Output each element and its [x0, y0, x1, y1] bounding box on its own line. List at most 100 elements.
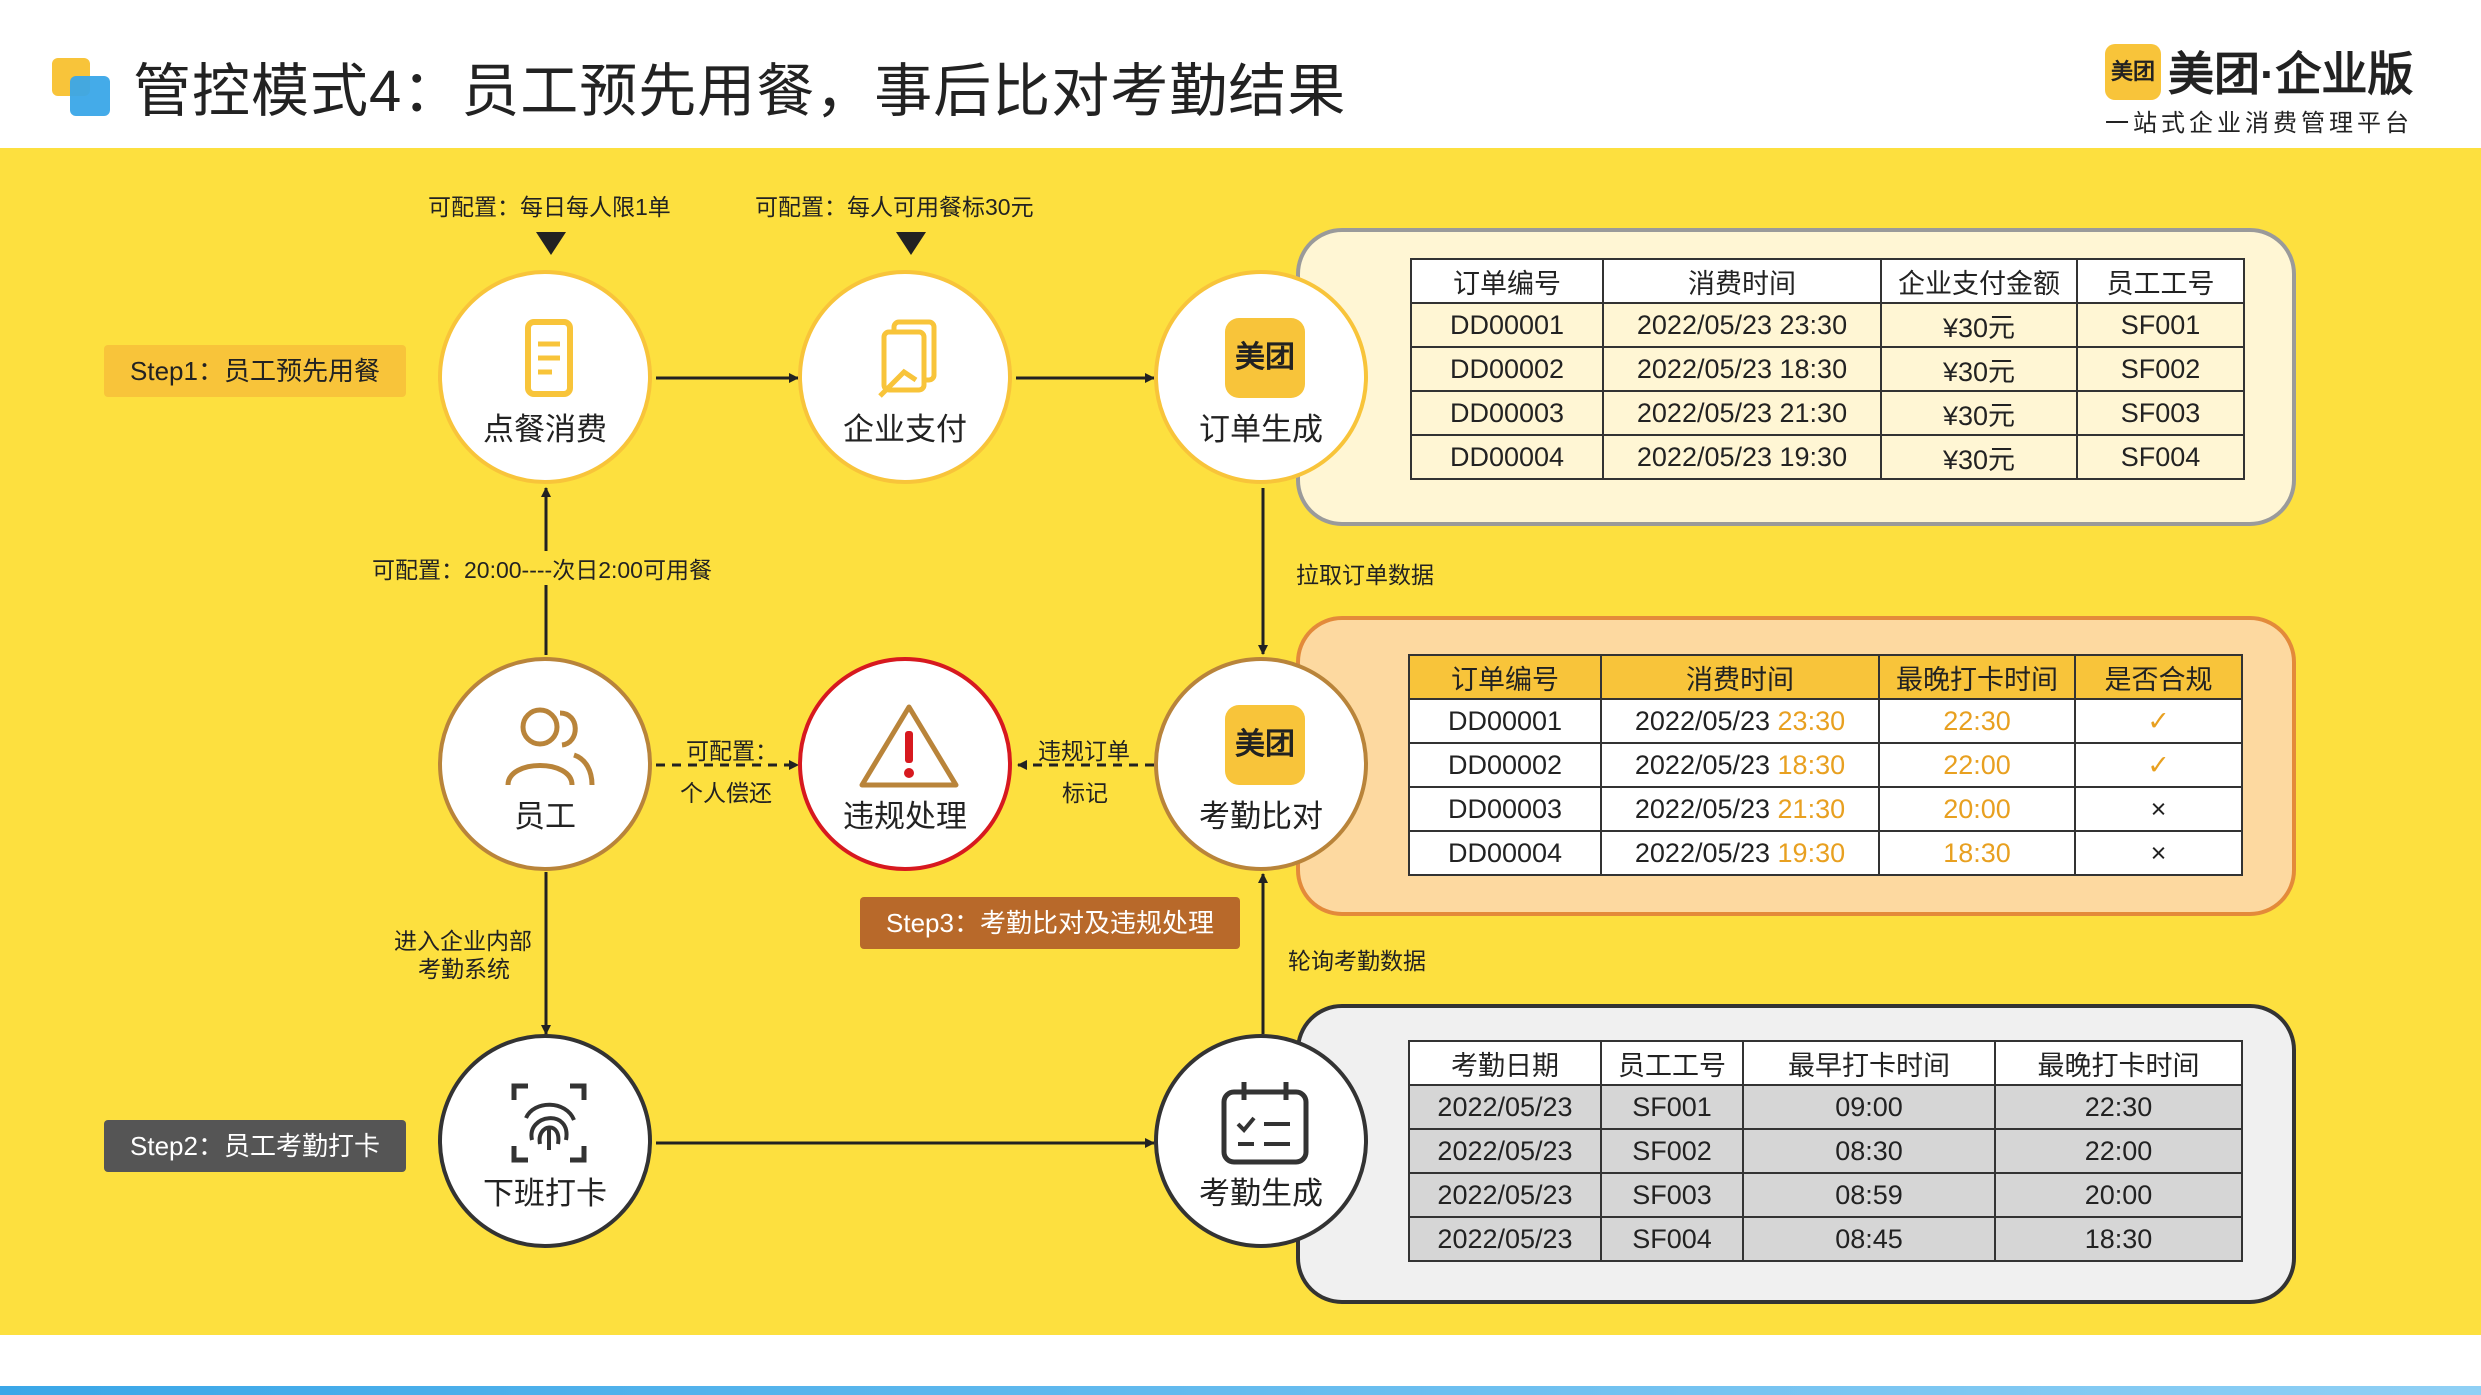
node-label: 考勤比对: [1199, 799, 1323, 834]
table-header-row: 考勤日期 员工工号 最早打卡时间 最晚打卡时间: [1408, 1040, 2243, 1086]
column-header: 员工工号: [1600, 1040, 1744, 1086]
table-cell: SF002: [2076, 346, 2245, 392]
table-cell: 09:00: [1742, 1084, 1996, 1130]
header-bar: [0, 0, 2481, 148]
consume-date: 2022/05/23: [1634, 793, 1778, 824]
column-header: 消费时间: [1602, 258, 1882, 304]
table-row: DD00004 2022/05/23 19:30 ¥30元 SF004: [1410, 434, 2245, 480]
table-cell: 22:00: [1994, 1128, 2243, 1174]
table-cell: DD00004: [1410, 434, 1604, 480]
people-icon: [505, 707, 595, 786]
table-cell: 08:30: [1742, 1128, 1996, 1174]
step2-label: Step2：员工考勤打卡: [104, 1120, 406, 1172]
table-row: 2022/05/23 SF001 09:00 22:30: [1408, 1084, 2243, 1130]
node-clock-out: 下班打卡: [438, 1034, 652, 1248]
consume-date: 2022/05/23: [1634, 705, 1778, 736]
consume-time-highlight: 21:30: [1777, 793, 1846, 824]
brand-logo-badge: 美团: [2105, 44, 2161, 100]
node-enterprise-pay: 企业支付: [798, 270, 1012, 484]
node-order-generate: 美团 订单生成: [1154, 270, 1368, 484]
table-cell: DD00002: [1408, 742, 1602, 788]
node-label: 下班打卡: [483, 1176, 607, 1211]
column-header: 消费时间: [1600, 654, 1880, 700]
meituan-logo: 美团: [1225, 705, 1305, 785]
column-header: 最晚打卡时间: [1878, 654, 2076, 700]
table-header-row: 订单编号 消费时间 最晚打卡时间 是否合规: [1408, 654, 2243, 700]
node-label: 订单生成: [1199, 412, 1323, 447]
node-attendance-compare: 美团 考勤比对: [1154, 657, 1368, 871]
table-cell: ¥30元: [1880, 346, 2078, 392]
table-cell: 22:30: [1878, 698, 2076, 744]
table-row: DD00001 2022/05/23 23:30 22:30 ✓: [1408, 698, 2243, 744]
step3-label: Step3：考勤比对及违规处理: [860, 897, 1240, 949]
table-cell: 2022/05/23 18:30: [1602, 346, 1882, 392]
compliant-check-icon: ✓: [2074, 742, 2243, 788]
table-cell: 2022/05/23 18:30: [1600, 742, 1880, 788]
table-row: DD00002 2022/05/23 18:30 ¥30元 SF002: [1410, 346, 2245, 392]
consume-date: 2022/05/23: [1634, 749, 1778, 780]
table-cell: 2022/05/23 23:30: [1600, 698, 1880, 744]
column-header: 最晚打卡时间: [1994, 1040, 2243, 1086]
node-violation: 违规处理: [798, 657, 1012, 871]
note-enter-attendance-line2: 考勤系统: [418, 956, 510, 982]
table-row: DD00003 2022/05/23 21:30 ¥30元 SF003: [1410, 390, 2245, 436]
table-cell: SF003: [2076, 390, 2245, 436]
node-label: 员工: [514, 799, 576, 834]
table-cell: 2022/05/23 21:30: [1600, 786, 1880, 832]
table-cell: 18:30: [1878, 830, 2076, 876]
table-cell: 2022/05/23: [1408, 1128, 1602, 1174]
table-cell: 2022/05/23 23:30: [1602, 302, 1882, 348]
column-header: 最早打卡时间: [1742, 1040, 1996, 1086]
table-cell: ¥30元: [1880, 434, 2078, 480]
table-cell: 20:00: [1878, 786, 2076, 832]
column-header: 订单编号: [1410, 258, 1604, 304]
table-cell: 2022/05/23: [1408, 1084, 1602, 1130]
table-row: 2022/05/23 SF003 08:59 20:00: [1408, 1172, 2243, 1218]
table-cell: 22:00: [1878, 742, 2076, 788]
table-cell: DD00002: [1410, 346, 1604, 392]
note-violation-mark-line2: 标记: [1062, 780, 1108, 806]
column-header: 订单编号: [1408, 654, 1602, 700]
table-cell: 22:30: [1994, 1084, 2243, 1130]
table-cell: ¥30元: [1880, 390, 2078, 436]
consume-date: 2022/05/23: [1634, 837, 1778, 868]
note-time-window: 可配置：20:00----次日2:00可用餐: [372, 551, 712, 585]
compliant-check-icon: ✓: [2074, 698, 2243, 744]
warning-icon: [859, 704, 959, 788]
table-cell: DD00001: [1408, 698, 1602, 744]
table-cell: 2022/05/23: [1408, 1216, 1602, 1262]
column-header: 企业支付金额: [1880, 258, 2078, 304]
table-cell: DD00003: [1410, 390, 1604, 436]
title-squares-icon: [52, 58, 110, 116]
table-cell: SF002: [1600, 1128, 1744, 1174]
table-cell: 08:45: [1742, 1216, 1996, 1262]
table-cell: 2022/05/23 21:30: [1602, 390, 1882, 436]
table-cell: DD00004: [1408, 830, 1602, 876]
note-meal-standard: 可配置：每人可用餐标30元: [755, 194, 1034, 220]
note-poll-attendance: 轮询考勤数据: [1288, 948, 1426, 974]
payment-card-icon: [878, 319, 937, 398]
note-enter-attendance-line1: 进入企业内部: [394, 928, 532, 954]
table-cell: 08:59: [1742, 1172, 1996, 1218]
table-header-row: 订单编号 消费时间 企业支付金额 员工工号: [1410, 258, 2245, 304]
table-row: DD00003 2022/05/23 21:30 20:00 ×: [1408, 786, 2243, 832]
node-employee: 员工: [438, 657, 652, 871]
column-header: 考勤日期: [1408, 1040, 1602, 1086]
bottom-accent-line: [0, 1386, 2481, 1395]
note-pull-order-data: 拉取订单数据: [1296, 562, 1434, 588]
note-personal-pay-line2: 个人偿还: [680, 780, 772, 806]
config-pointer-triangle: [896, 232, 926, 255]
table-cell: 2022/05/23 19:30: [1600, 830, 1880, 876]
brand-tagline: 一站式企业消费管理平台: [2105, 110, 2413, 137]
attendance-table: 考勤日期 员工工号 最早打卡时间 最晚打卡时间 2022/05/23 SF001…: [1408, 1040, 2243, 1262]
table-cell: SF004: [2076, 434, 2245, 480]
noncompliant-cross-icon: ×: [2074, 786, 2243, 832]
table-cell: SF003: [1600, 1172, 1744, 1218]
table-cell: SF001: [1600, 1084, 1744, 1130]
table-row: DD00001 2022/05/23 23:30 ¥30元 SF001: [1410, 302, 2245, 348]
node-order-consume: 点餐消费: [438, 270, 652, 484]
node-label: 违规处理: [843, 799, 967, 834]
document-icon: [525, 319, 573, 397]
column-header: 是否合规: [2074, 654, 2243, 700]
